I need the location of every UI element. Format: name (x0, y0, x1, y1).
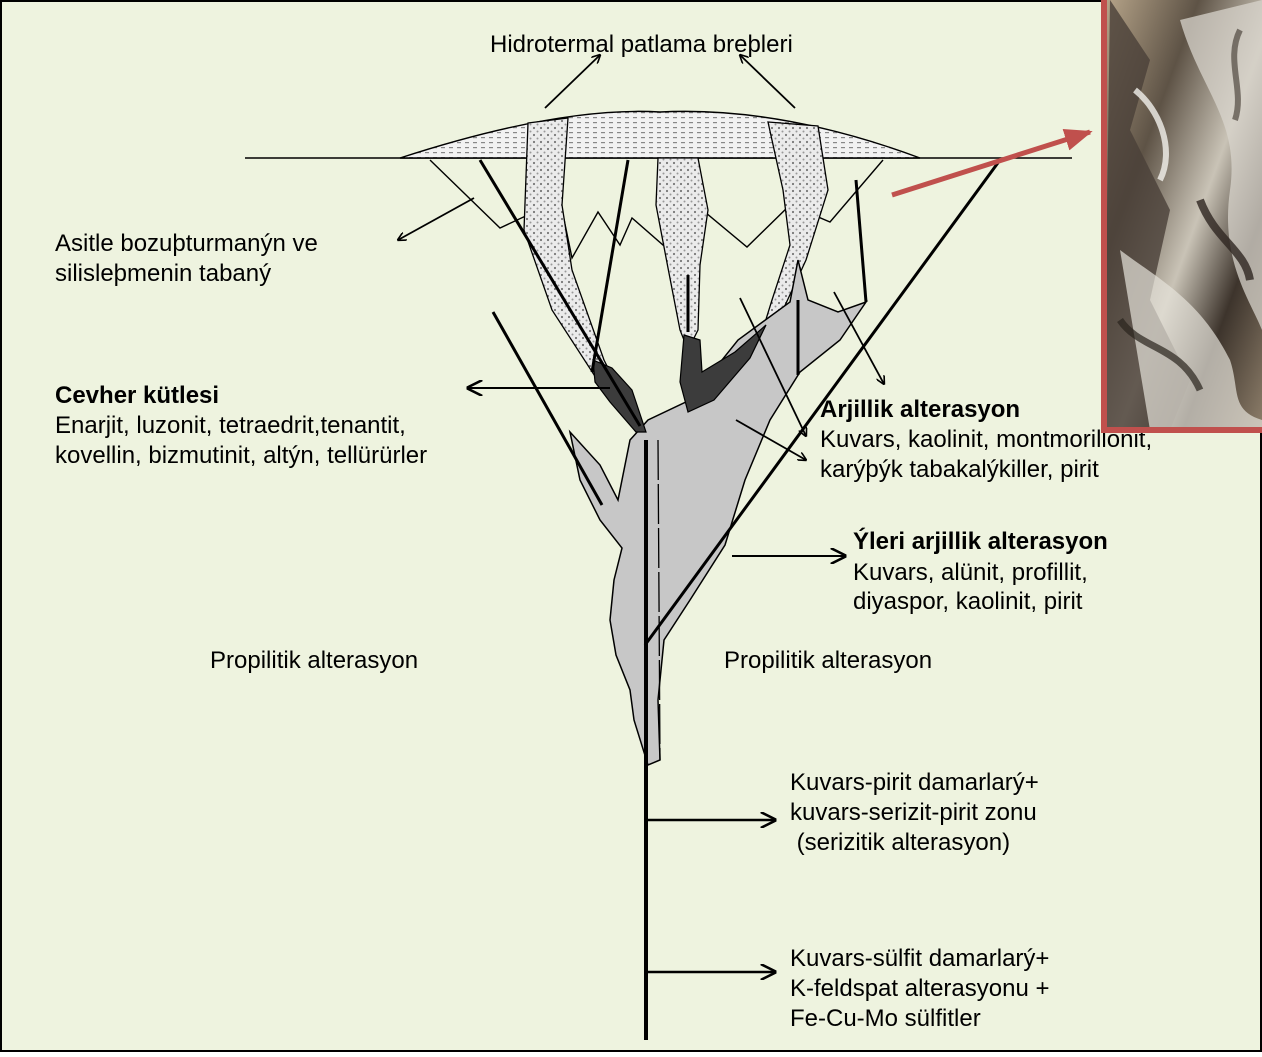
ore-body-minerals-line2: kovellin, bizmutinit, altýn, tellürürler (55, 442, 427, 469)
advanced-argillic-minerals-line2: diyaspor, kaolinit, pirit (853, 588, 1083, 615)
acid-base-label-line2: silisleþmenin tabaný (55, 260, 271, 287)
potassic-label-line2: K-feldspat alterasyonu + (790, 975, 1050, 1002)
argillic-minerals-line2: karýþýk tabakalýkiller, pirit (820, 456, 1099, 483)
acid-base-label-line1: Asitle bozuþturmanýn ve (55, 230, 318, 257)
sericitic-label-line3: (serizitik alterasyon) (790, 829, 1010, 856)
propylitic-label-right: Propilitik alterasyon (724, 647, 932, 674)
sericitic-label-line1: Kuvars-pirit damarlarý+ (790, 769, 1039, 796)
advanced-argillic-title: Ýleri arjillik alterasyon (853, 527, 1108, 555)
argillic-title: Arjillik alterasyon (820, 396, 1020, 423)
sericitic-label-line2: kuvars-serizit-pirit zonu (790, 799, 1037, 826)
potassic-label-line3: Fe-Cu-Mo sülfitler (790, 1005, 981, 1032)
breccia-label: Hidrotermal patlama breþleri (490, 31, 793, 58)
ore-body-title: Cevher kütlesi (55, 382, 219, 409)
propylitic-label-left: Propilitik alterasyon (210, 647, 418, 674)
advanced-argillic-minerals-line1: Kuvars, alünit, profillit, (853, 559, 1088, 586)
potassic-label-line1: Kuvars-sülfit damarlarý+ (790, 945, 1049, 972)
ore-body-minerals-line1: Enarjit, luzonit, tetraedrit,tenantit, (55, 412, 406, 439)
rock-outcrop-photo (1104, 0, 1262, 430)
